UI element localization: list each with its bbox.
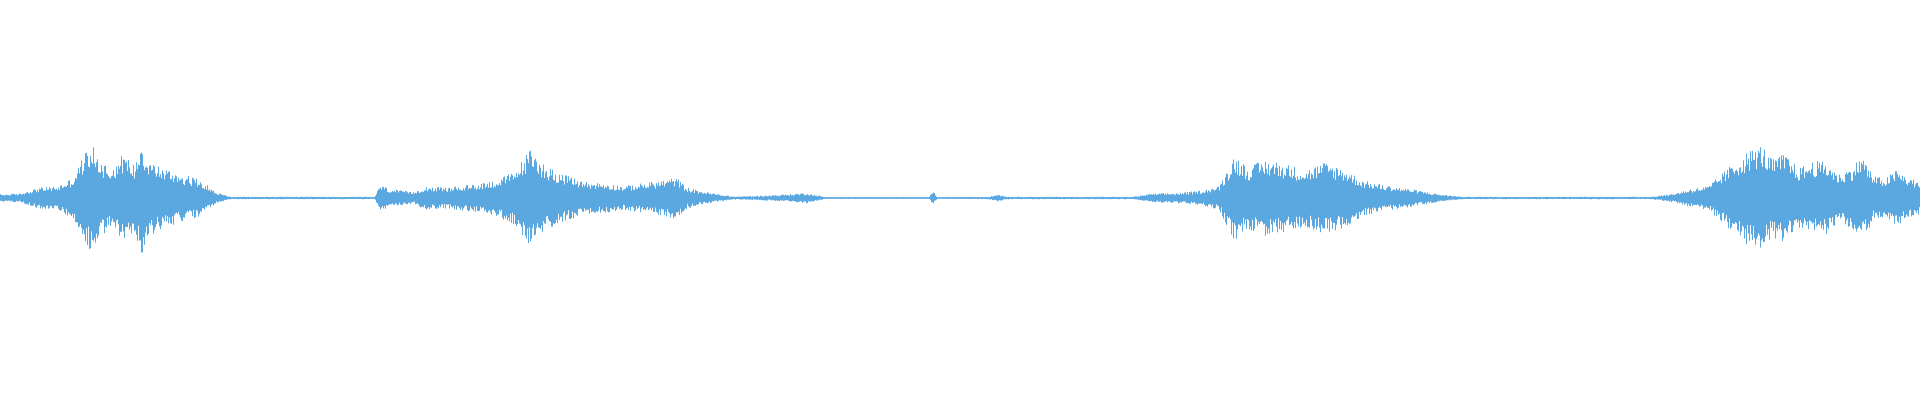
waveform-shape: [0, 147, 1920, 253]
